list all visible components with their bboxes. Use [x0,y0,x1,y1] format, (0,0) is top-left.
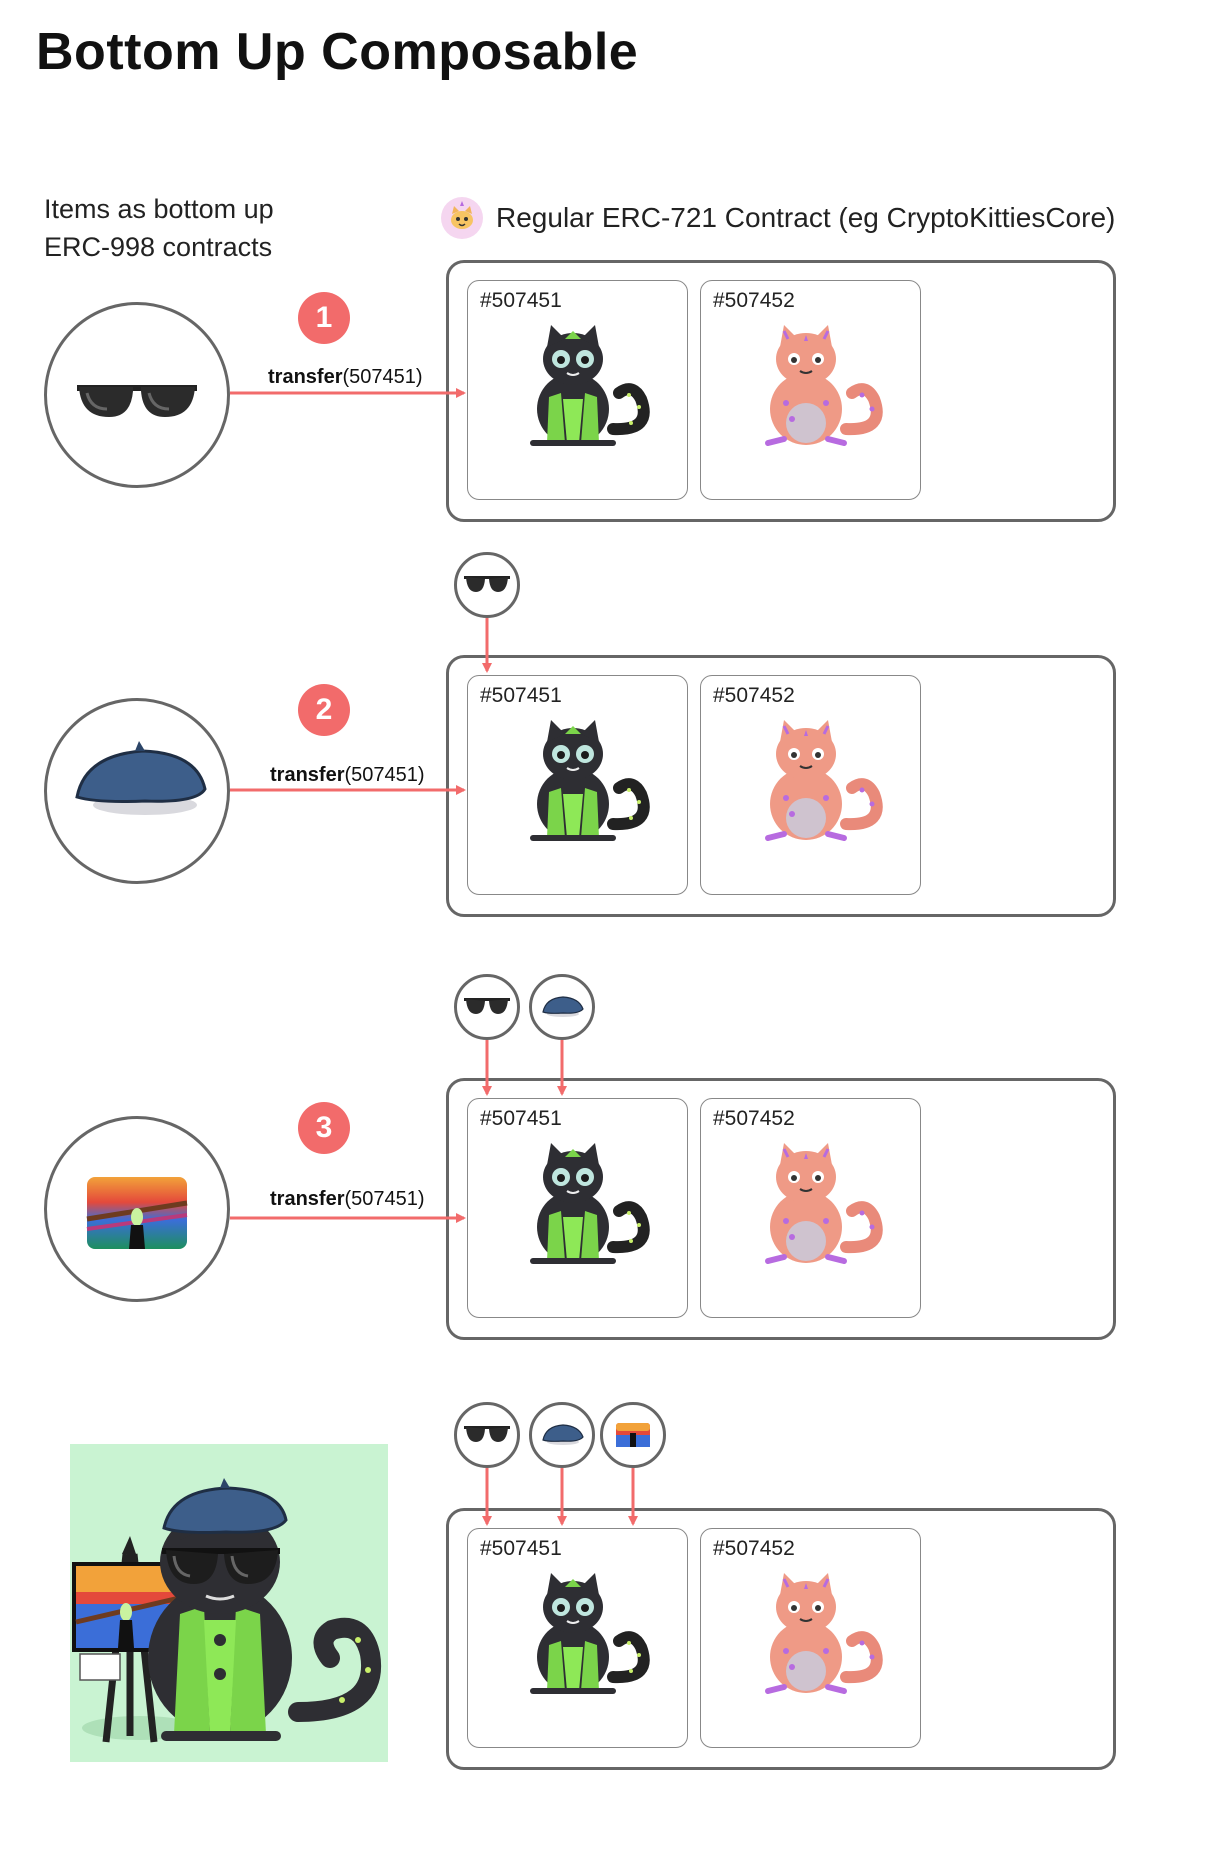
items-caption: Items as bottom up ERC-998 contracts [44,190,274,266]
beret-icon [75,741,207,815]
attached-beret [529,1402,595,1468]
kitty-id: #507451 [480,1107,562,1130]
kitty-card-507451[interactable]: #507451 [467,1098,688,1318]
kitty-card-507451[interactable]: #507451 [467,675,688,895]
kitty-id: #507452 [713,1537,795,1560]
step-badge-3: 3 [298,1102,350,1154]
transfer-arg: (507451) [342,366,423,388]
attached-painting [600,1402,666,1468]
contract-caption: Regular ERC-721 Contract (eg CryptoKitti… [440,194,1115,242]
kitty-card-507452[interactable]: #507452 [700,1098,921,1318]
transfer-label-1: transfer(507451) [268,366,423,389]
green-kitty-icon [530,325,650,446]
step-badge-2: 2 [298,684,350,736]
attached-sunglasses [454,974,520,1040]
green-kitty-icon [530,1143,650,1264]
transfer-fn: transfer [270,1188,345,1210]
green-kitty-icon [530,720,650,841]
kitty-id: #507452 [713,1107,795,1130]
kitty-id: #507452 [713,684,795,707]
kitty-card-507452[interactable]: #507452 [700,1528,921,1748]
attached-sunglasses [454,552,520,618]
step-badge-1: 1 [298,292,350,344]
transfer-fn: transfer [268,366,343,388]
attached-sunglasses [454,1402,520,1468]
transfer-arg: (507451) [344,764,425,786]
attached-beret [529,974,595,1040]
sunglasses-item [44,302,230,488]
sunglasses-icon [464,576,510,592]
pink-kitty-icon [765,720,883,841]
scream-painting-icon [86,1177,188,1249]
sunglasses-icon [464,998,510,1014]
page-title: Bottom Up Composable [36,23,639,81]
kitty-card-507452[interactable]: #507452 [700,675,921,895]
pink-kitty-icon [765,325,883,446]
sunglasses-icon [77,385,197,417]
kitty-card-507451[interactable]: #507451 [467,1528,688,1748]
painting-item [44,1116,230,1302]
transfer-label-2: transfer(507451) [270,764,425,787]
kitty-id: #507452 [713,289,795,312]
composed-kitty-artwork [70,1444,388,1762]
composed-kitty-icon [72,1478,382,1743]
contract-caption-text: Regular ERC-721 Contract (eg CryptoKitti… [496,202,1116,233]
beret-icon [542,1424,584,1445]
transfer-label-3: transfer(507451) [270,1188,425,1211]
sunglasses-icon [464,1426,510,1442]
kitty-id: #507451 [480,289,562,312]
items-caption-line1: Items as bottom up [44,194,274,224]
kitty-id: #507451 [480,1537,562,1560]
transfer-fn: transfer [270,764,345,786]
kitty-id: #507451 [480,684,562,707]
pink-kitty-icon [765,1573,883,1694]
transfer-arg: (507451) [344,1188,425,1210]
pink-kitty-icon [765,1143,883,1264]
green-kitty-icon [530,1573,650,1694]
beret-item [44,698,230,884]
items-caption-line2: ERC-998 contracts [44,232,273,262]
cryptokitty-avatar-icon [441,197,483,239]
kitty-card-507452[interactable]: #507452 [700,280,921,500]
beret-icon [542,996,584,1017]
scream-painting-icon [616,1423,650,1447]
kitty-card-507451[interactable]: #507451 [467,280,688,500]
